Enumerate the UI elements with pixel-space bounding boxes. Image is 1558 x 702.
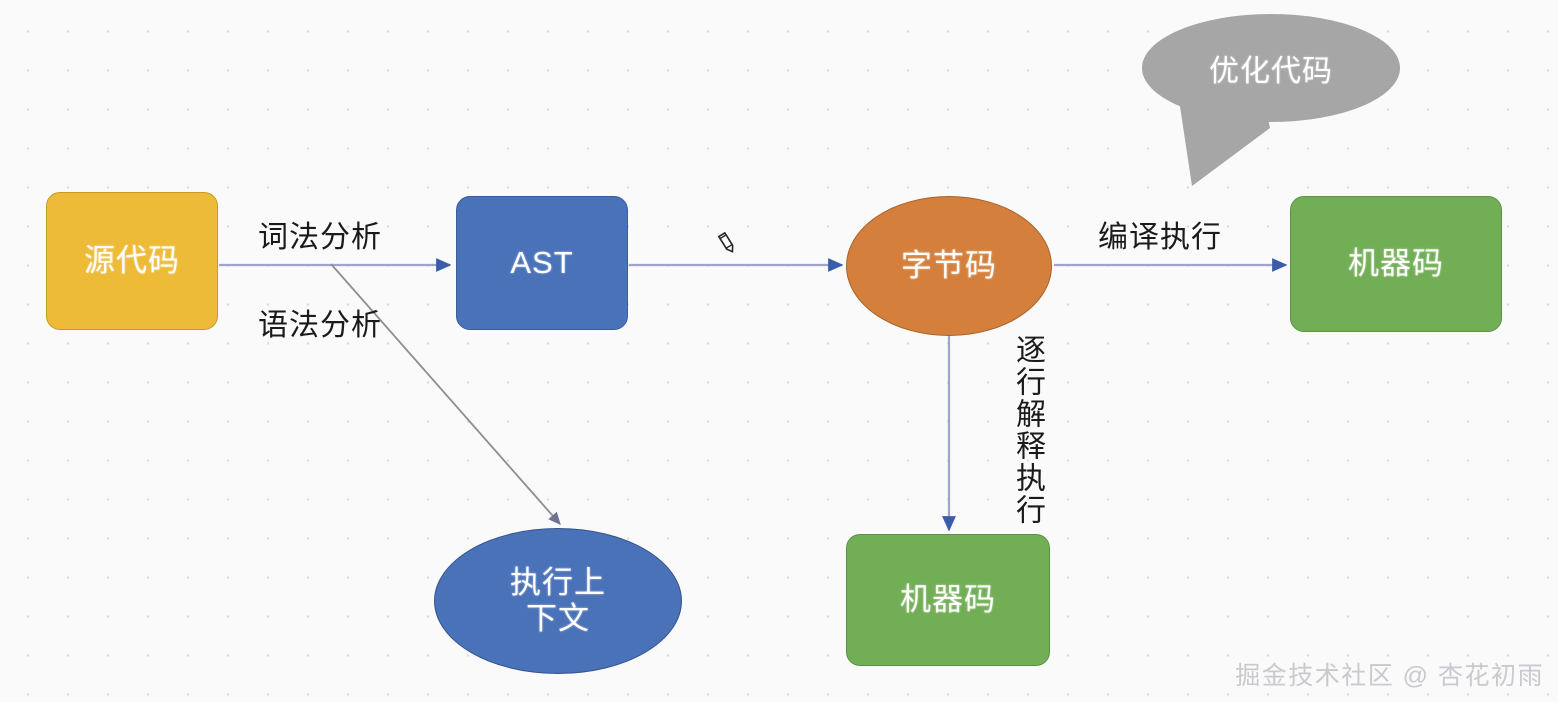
edge-label-line-by-line-interpret: 逐行解释执行: [1011, 334, 1044, 526]
node-execution-context-label: 执行上 下文: [510, 565, 606, 636]
node-machine-code-interpreted[interactable]: 机器码: [846, 534, 1050, 666]
node-bytecode[interactable]: 字节码: [846, 196, 1052, 336]
node-source-code-label: 源代码: [84, 243, 180, 279]
node-bytecode-label: 字节码: [901, 248, 997, 284]
node-machine-code-interpreted-label: 机器码: [900, 582, 996, 618]
node-machine-code-compiled-label: 机器码: [1348, 246, 1444, 282]
node-execution-context-label-line2: 下文: [526, 601, 590, 636]
callout-label: 优化代码: [1209, 55, 1333, 88]
callout-optimize-code[interactable]: 优化代码: [1142, 14, 1400, 122]
node-ast-label: AST: [510, 245, 574, 281]
node-execution-context-label-line1: 执行上: [510, 565, 606, 601]
node-ast[interactable]: AST: [456, 196, 628, 330]
node-execution-context[interactable]: 执行上 下文: [434, 528, 682, 674]
edge-label-compile-execute: 编译执行: [1098, 221, 1222, 254]
node-machine-code-compiled[interactable]: 机器码: [1290, 196, 1502, 332]
watermark: 掘金技术社区 @ 杏花初雨: [1235, 662, 1544, 690]
node-source-code[interactable]: 源代码: [46, 192, 218, 330]
pencil-icon: [717, 231, 734, 253]
edge-label-syntax-analysis: 语法分析: [258, 309, 382, 342]
edge-label-lexical-analysis: 词法分析: [258, 221, 382, 254]
